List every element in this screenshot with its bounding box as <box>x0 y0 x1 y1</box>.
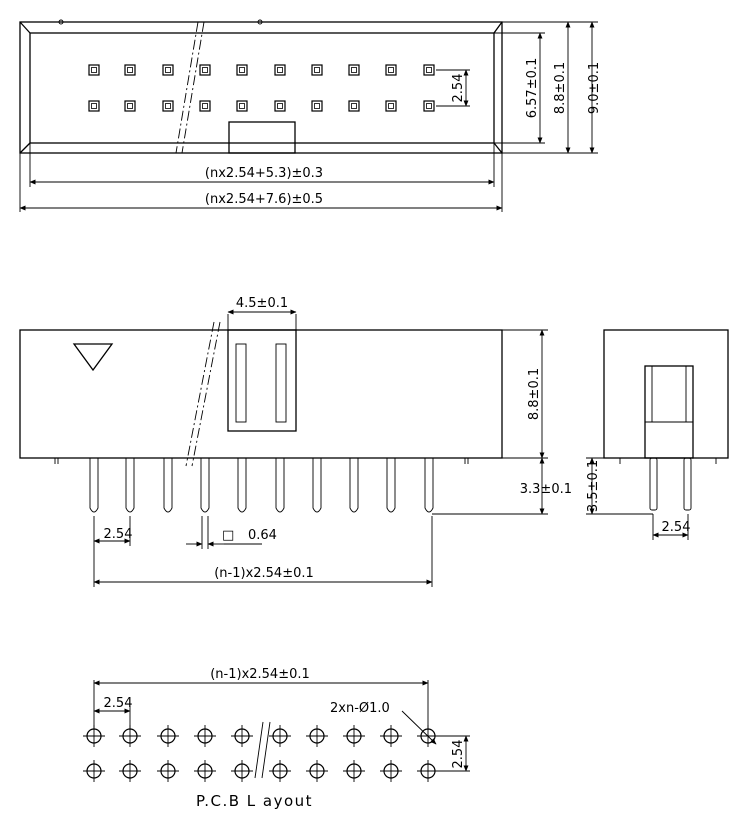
dim-body-height-label: 8.8±0.1 <box>527 368 542 420</box>
dim-88-label: 8.8±0.1 <box>553 62 568 114</box>
pcb-pad <box>119 760 141 782</box>
top-pin-square <box>311 100 323 112</box>
top-pin-square <box>162 100 174 112</box>
top-pin-square <box>236 100 248 112</box>
side-pin-right <box>683 457 692 511</box>
front-pin <box>89 458 99 513</box>
front-view-key-latch <box>227 329 297 432</box>
dim-pin-square-label: 0.64 <box>248 528 277 543</box>
pcb-layout-caption: P.C.B L ayout <box>196 792 313 810</box>
front-pin <box>386 458 396 513</box>
front-pin <box>349 458 359 513</box>
dim-90-label: 9.0±0.1 <box>587 62 602 114</box>
front-pin <box>275 458 285 513</box>
front-pin <box>200 458 210 513</box>
dim-tail-label: 3.3±0.1 <box>520 482 572 497</box>
front-pin <box>312 458 322 513</box>
top-view-pin-grid <box>88 64 435 112</box>
dim-side-pitch-label: 2.54 <box>662 520 691 535</box>
pcb-pad <box>306 760 328 782</box>
front-pin <box>424 458 434 513</box>
top-pin-square <box>162 64 174 76</box>
side-pin-left <box>649 457 658 511</box>
front-pin <box>125 458 135 513</box>
pcb-hole-label: 2xn-Ø1.0 <box>330 701 390 716</box>
top-pin-square <box>88 64 100 76</box>
pcb-pitch-label: 2.54 <box>104 696 133 711</box>
front-view-body <box>19 329 503 459</box>
top-pin-square <box>348 100 360 112</box>
pcb-pad <box>157 725 179 747</box>
top-pin-square <box>348 64 360 76</box>
pcb-pad <box>380 760 402 782</box>
top-pin-square <box>236 64 248 76</box>
dim-front-pitch-label: 2.54 <box>104 527 133 542</box>
pcb-span-label: (n-1)x2.54±0.1 <box>210 667 310 682</box>
top-pin-square <box>423 100 435 112</box>
top-pin-square <box>385 64 397 76</box>
pcb-pad <box>194 725 216 747</box>
top-pin-square <box>274 100 286 112</box>
pcb-pad <box>83 760 105 782</box>
pin1-triangle-marker <box>72 343 114 372</box>
pcb-pad <box>269 760 291 782</box>
dim-outer-length-label: (nx2.54+7.6)±0.5 <box>205 192 323 207</box>
top-view: 6.57±0.1 8.8±0.1 9.0±0.1 2.54 (nx2.54+5.… <box>19 19 602 212</box>
top-pin-square <box>311 64 323 76</box>
dim-inner-length-label: (nx2.54+5.3)±0.3 <box>205 166 323 181</box>
top-pin-square <box>124 100 136 112</box>
dim-pin-span-label: (n-1)x2.54±0.1 <box>214 566 314 581</box>
pcb-layout: (n-1)x2.54±0.1 2.54 2xn-Ø1.0 2.54 P.C.B … <box>83 667 470 810</box>
pin-square-symbol: □ <box>222 528 234 543</box>
pcb-row-pitch-label: 2.54 <box>451 740 466 769</box>
pcb-pad <box>343 760 365 782</box>
top-view-break-line <box>175 21 199 154</box>
pcb-pad <box>343 725 365 747</box>
top-pin-square <box>274 64 286 76</box>
top-row-pitch-label: 2.54 <box>451 74 466 103</box>
top-pin-square <box>199 64 211 76</box>
front-pin <box>237 458 247 513</box>
top-pin-square <box>124 64 136 76</box>
side-view: 3.5±0.1 2.54 <box>586 329 729 540</box>
top-view-inner-wall <box>29 32 495 144</box>
pcb-pad <box>231 760 253 782</box>
pcb-pad <box>306 725 328 747</box>
pcb-pad <box>269 725 291 747</box>
side-view-body <box>603 329 729 459</box>
top-pin-square <box>199 100 211 112</box>
pcb-pad <box>157 760 179 782</box>
pcb-pad <box>380 725 402 747</box>
top-pin-square <box>423 64 435 76</box>
front-view-pin-row <box>89 458 434 513</box>
front-view: 4.5±0.1 8.8±0.1 3.3±0.1 2.54 □ 0.64 (n-1… <box>19 296 572 587</box>
dim-657-label: 6.57±0.1 <box>525 58 540 119</box>
top-pin-square <box>385 100 397 112</box>
dim-side-tail-label: 3.5±0.1 <box>586 460 601 512</box>
front-pin <box>163 458 173 513</box>
pcb-pad <box>194 760 216 782</box>
top-view-outer-body <box>19 21 503 154</box>
dim-key-width-label: 4.5±0.1 <box>236 296 288 311</box>
pcb-pad <box>231 725 253 747</box>
top-view-key-slot <box>228 121 296 154</box>
top-pin-square <box>88 100 100 112</box>
